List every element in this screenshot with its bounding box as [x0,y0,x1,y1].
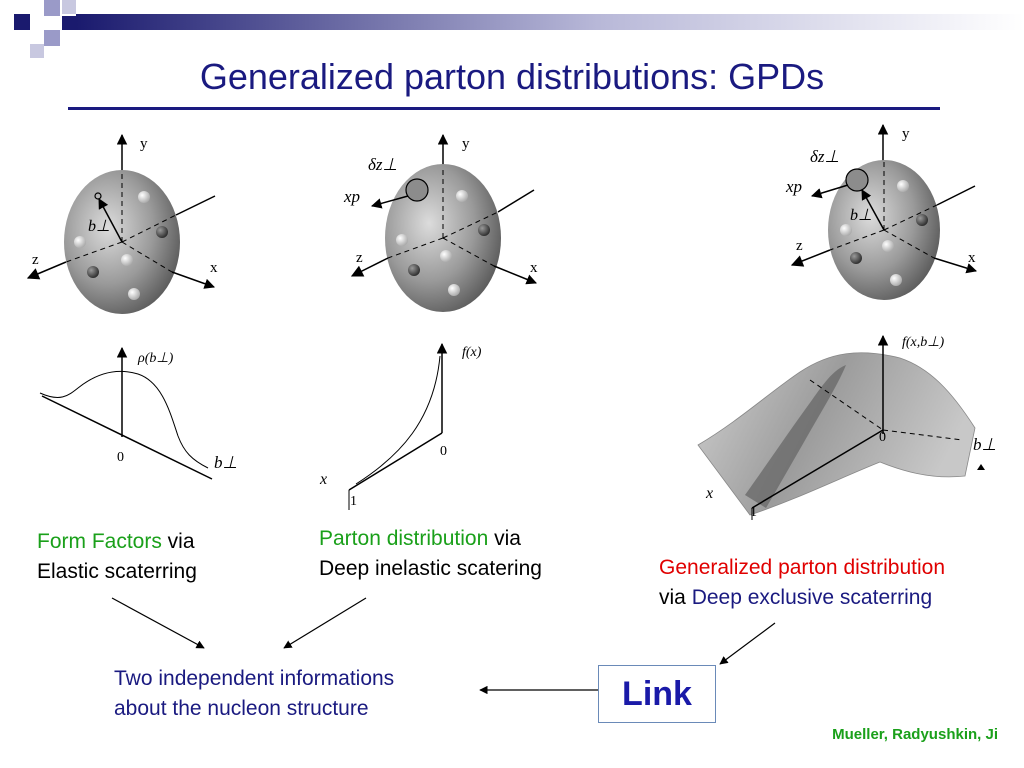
b-perp-axis-label: b⊥ [973,435,996,454]
link-label: Link [622,675,692,713]
axis-y-label: y [902,126,910,142]
rho-b-plot: ρ(b⊥) 0 b⊥ [39,346,237,480]
b-perp-label: b⊥ [88,218,110,235]
header-gradient-bar [76,14,1024,30]
fx-label: f(x) [462,345,482,360]
origin-label: 0 [440,444,447,459]
via-text: via [659,586,692,609]
x-axis-label: x [705,485,713,502]
rho-b-label: ρ(b⊥) [137,351,174,366]
delta-z-label: δz⊥ [810,147,839,166]
axis-x-label: x [210,260,218,276]
gpd-caption: Generalized parton distribution via Deep… [659,553,945,613]
deep-exclusive-text: Deep exclusive scaterring [691,586,933,609]
nucleon-diagram-1: y b⊥ z x [26,133,218,314]
elastic-scattering-text: Elastic scaterring [37,560,197,583]
axis-z-label: z [356,250,363,266]
via-text: via [161,530,195,553]
two-info-line2: about the nucleon structure [114,697,369,720]
fx-plot: f(x) 0 x 1 [319,342,482,510]
nucleon-diagram-3: y δz⊥ xp b⊥ z x [785,123,978,300]
one-label: 1 [750,505,757,520]
link-button[interactable]: Link [598,665,716,723]
two-informations-caption: Two independent informations about the n… [114,664,394,724]
two-info-line1: Two independent informations [114,667,395,690]
x-axis-label: x [319,471,327,488]
via-text: via [488,527,521,550]
axis-y-label: y [140,136,148,152]
connector-arrows [111,597,776,695]
page-title: Generalized parton distributions: GPDs [199,56,825,97]
one-label: 1 [350,494,357,509]
axis-x-label: x [530,260,538,276]
axis-y-label: y [462,136,470,152]
axis-z-label: z [32,252,39,268]
xp-label: xp [343,187,360,206]
gpd-highlight: Generalized parton distribution [659,556,946,579]
xp-label: xp [785,177,802,196]
deep-inelastic-text: Deep inelastic scatering [319,557,542,580]
title-underline [68,107,940,110]
origin-label: 0 [117,450,124,465]
form-factors-caption: Form Factors via Elastic scaterring [37,527,197,587]
axis-x-label: x [968,250,976,266]
fxb-label: f(x,b⊥) [902,335,944,350]
form-factors-highlight: Form Factors [37,530,162,553]
parton-distribution-caption: Parton distribution via Deep inelastic s… [319,524,542,584]
axis-z-label: z [796,238,803,254]
credit-text: Mueller, Radyushkin, Ji [832,726,998,743]
delta-z-label: δz⊥ [368,155,397,174]
b-perp-axis-label: b⊥ [214,453,237,472]
b-perp-label: b⊥ [850,207,872,224]
parton-distribution-highlight: Parton distribution [319,527,489,550]
origin-label: 0 [879,430,886,445]
fxb-surface-plot: f(x,b⊥) 0 b⊥ x 1 [697,334,996,520]
nucleon-diagram-2: y δz⊥ xp z x [343,133,538,312]
